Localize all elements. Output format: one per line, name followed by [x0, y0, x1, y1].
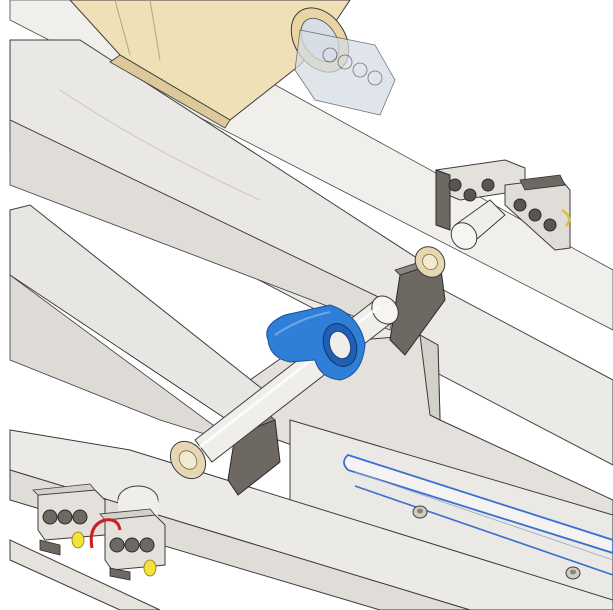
scissor-arm-upper[interactable]	[9, 39, 421, 331]
blue-spacer-washer[interactable]	[266, 304, 366, 381]
actuator-clevis-glass[interactable]	[294, 29, 396, 116]
roller-bracket-assembly[interactable]	[32, 483, 166, 581]
roller-block-left[interactable]	[32, 483, 106, 549]
retaining-clip[interactable]	[89, 518, 122, 549]
end-bracket-assembly[interactable]	[435, 159, 571, 254]
slide-rail[interactable]	[289, 419, 613, 610]
bushing-front[interactable]	[163, 434, 213, 485]
rail-bolt-1[interactable]	[412, 505, 428, 519]
linear-actuator[interactable]	[69, 0, 396, 129]
bushing-rear[interactable]	[409, 241, 451, 283]
bracket-bolt-holes	[448, 178, 557, 232]
rail-bolt-2[interactable]	[565, 566, 581, 580]
bracket-pin[interactable]	[446, 199, 506, 254]
